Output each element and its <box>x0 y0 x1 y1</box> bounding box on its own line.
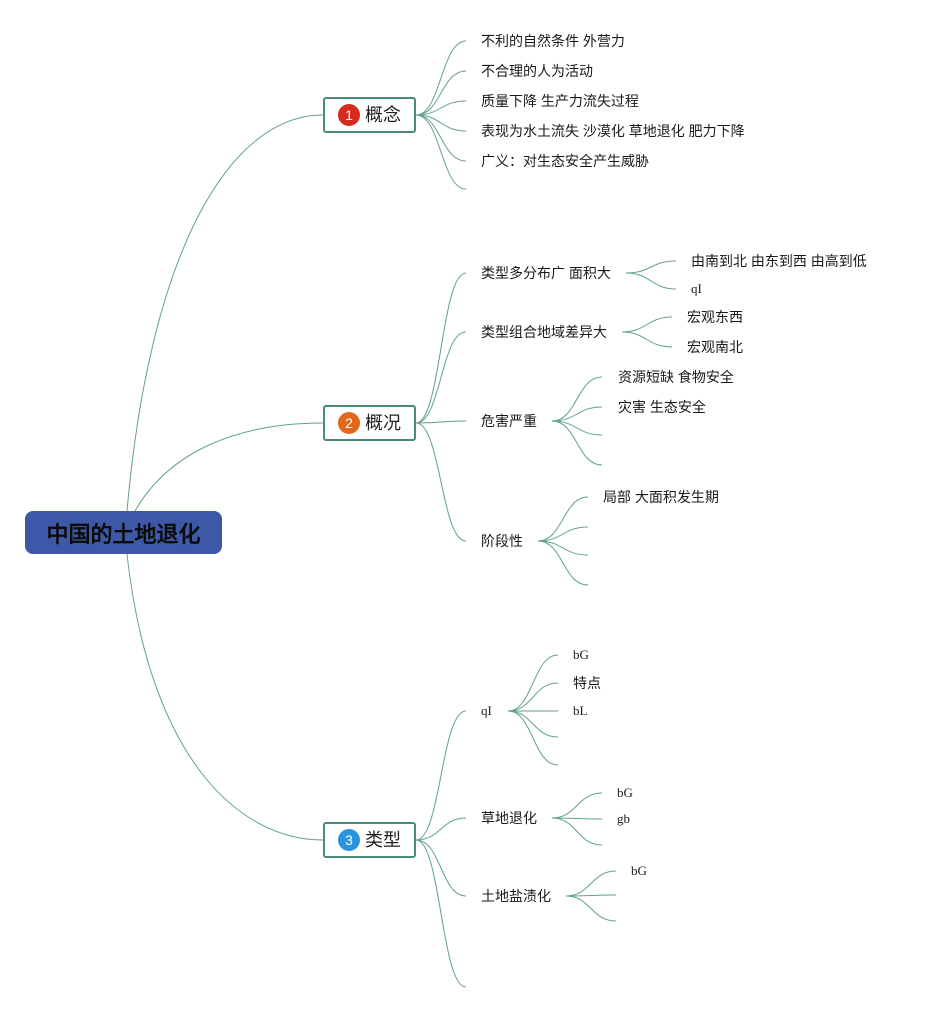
subtopic: 阶段性 <box>481 533 523 549</box>
connector-line <box>134 422 324 512</box>
connector-line <box>415 114 467 162</box>
main-topic-label: 概况 <box>365 413 401 433</box>
main-topic-overview: 2 概况 <box>323 405 416 441</box>
connector-line <box>551 420 603 436</box>
connector-line <box>415 100 467 116</box>
connector-line <box>551 817 603 846</box>
connector-line <box>126 114 324 512</box>
sub-subtopic: bG <box>573 647 589 662</box>
connector-line <box>415 710 467 841</box>
connector-line <box>507 710 559 766</box>
connector-line <box>415 817 467 841</box>
number-2-badge-icon: 2 <box>338 412 360 434</box>
connector-line <box>507 654 559 712</box>
subtopic: 广义：对生态安全产生威胁 <box>481 153 649 169</box>
subtopic: 表现为水土流失 沙漠化 草地退化 肥力下降 <box>481 123 745 139</box>
subtopic: 不合理的人为活动 <box>481 63 593 79</box>
connectors-central <box>126 114 324 841</box>
connector-line <box>415 40 467 116</box>
subtopic: 土地盐渍化 <box>481 888 551 904</box>
connector-line <box>507 682 559 712</box>
subtopic: 草地退化 <box>481 810 537 826</box>
connector-line <box>565 870 617 897</box>
main-topic-types: 3 类型 <box>323 822 416 858</box>
sub-subtopic: 资源短缺 食物安全 <box>618 369 734 385</box>
connector-line <box>415 272 467 424</box>
central-topic: 中国的土地退化 <box>25 511 222 554</box>
sub-subtopic: qI <box>691 281 702 296</box>
connector-line <box>507 710 559 738</box>
connector-line <box>621 331 673 348</box>
connector-line <box>415 420 467 424</box>
subtopic: 质量下降 生产力流失过程 <box>481 93 639 109</box>
connector-line <box>126 553 324 841</box>
connector-line <box>551 406 603 422</box>
sub-subtopic: 灾害 生态安全 <box>618 399 706 415</box>
main-topic-concept: 1 概念 <box>323 97 416 133</box>
number-3-badge-icon: 3 <box>338 829 360 851</box>
connector-line <box>565 895 617 922</box>
connector-line <box>551 420 603 466</box>
sub-subtopic: 特点 <box>573 675 601 691</box>
connector-line <box>415 839 467 988</box>
connector-line <box>621 316 673 333</box>
subtopic: 类型组合地域差异大 <box>481 324 607 340</box>
connector-line <box>625 260 677 274</box>
main-topic-label: 类型 <box>365 830 401 850</box>
subtopic: 不利的自然条件 外营力 <box>481 33 625 49</box>
connector-line <box>625 272 677 290</box>
subtopic: 危害严重 <box>481 413 537 429</box>
connector-line <box>415 114 467 190</box>
sub-subtopic: 宏观南北 <box>687 339 743 355</box>
sub-subtopic: 局部 大面积发生期 <box>603 489 719 505</box>
sub-subtopic: 由南到北 由东到西 由高到低 <box>691 253 867 269</box>
subtopic: 类型多分布广 面积大 <box>481 265 611 281</box>
connector-line <box>537 526 589 542</box>
connector-line <box>551 792 603 819</box>
connector-line <box>415 331 467 424</box>
main-topic-label: 概念 <box>365 105 401 125</box>
central-topic-label: 中国的土地退化 <box>46 521 201 547</box>
connector-line <box>415 422 467 542</box>
subtopic: qI <box>481 703 492 718</box>
sub-subtopic: bG <box>617 785 633 800</box>
connector-line <box>415 114 467 132</box>
connector-line <box>551 376 603 422</box>
sub-subtopic: gb <box>617 811 630 826</box>
connectors-branch-3 <box>415 654 617 988</box>
connector-line <box>537 540 589 586</box>
number-1-badge-icon: 1 <box>338 104 360 126</box>
connectors-branch-2 <box>415 260 677 586</box>
connector-line <box>415 70 467 116</box>
connector-line <box>537 540 589 556</box>
connector-line <box>415 839 467 897</box>
sub-subtopic: bL <box>573 703 588 718</box>
connector-line <box>537 496 589 542</box>
sub-subtopic: bG <box>631 863 647 878</box>
sub-subtopic: 宏观东西 <box>687 309 743 325</box>
connectors-branch-1 <box>415 40 467 190</box>
